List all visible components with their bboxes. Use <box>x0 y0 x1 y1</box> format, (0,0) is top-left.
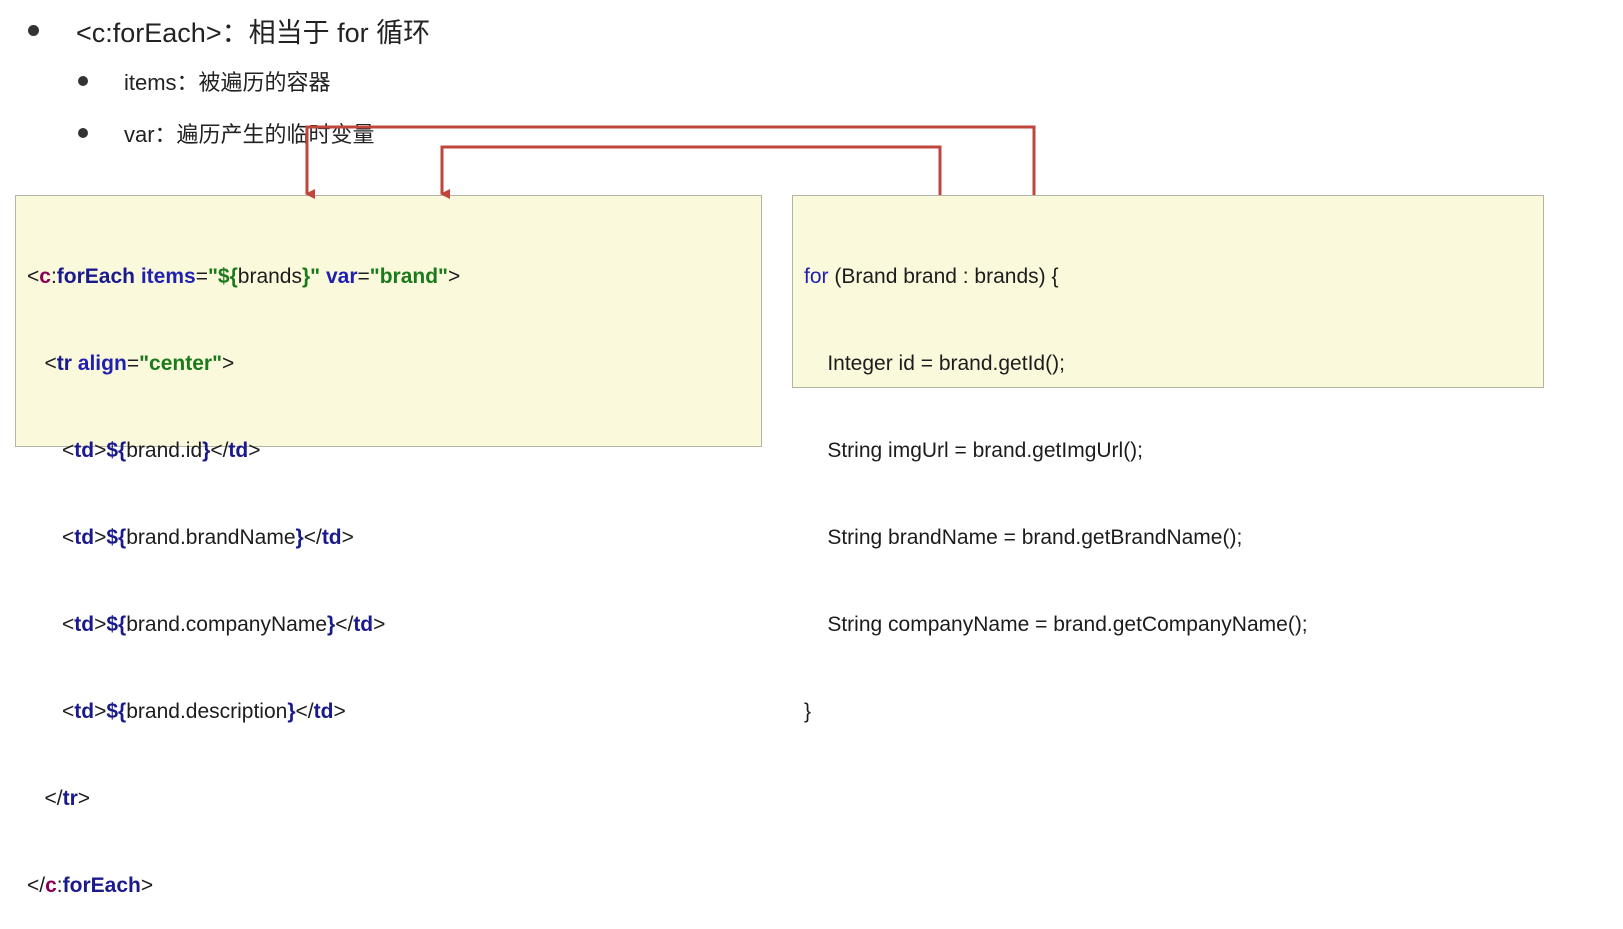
code-line: String companyName = brand.getCompanyNam… <box>804 613 1308 636</box>
code-line: <td>${brand.companyName}</td> <box>62 613 386 636</box>
bullet-dot <box>78 76 88 86</box>
code-line: <c:forEach items="${brands}" var="brand"… <box>27 265 461 288</box>
code-line: <td>${brand.id}</td> <box>62 439 261 462</box>
for-keyword: for <box>804 265 829 288</box>
bullet-dot <box>78 128 88 138</box>
var-attribute: var <box>325 265 358 288</box>
java-code-block: for (Brand brand : brands) { Integer id … <box>792 195 1544 723</box>
bullet-dot <box>28 24 39 36</box>
bullet-foreach-text: <c:forEach>：相当于 for 循环 <box>76 17 431 48</box>
code-line: } <box>804 700 812 723</box>
bullet-var-text: var：遍历产生的临时变量 <box>124 122 375 147</box>
bullet-items-text: items：被遍历的容器 <box>124 70 331 95</box>
code-line: String brandName = brand.getBrandName(); <box>804 526 1243 549</box>
jstl-code-block: <c:forEach items="${brands}" var="brand"… <box>15 195 762 897</box>
code-line: Integer id = brand.getId(); <box>804 352 1065 375</box>
bullet-foreach: <c:forEach>：相当于 for 循环 <box>28 12 430 48</box>
code-line: String imgUrl = brand.getImgUrl(); <box>804 439 1144 462</box>
code-line: for (Brand brand : brands) { <box>804 265 1059 288</box>
code-line: </tr> <box>44 787 91 810</box>
bullet-items: items：被遍历的容器 <box>78 66 331 96</box>
bullet-var: var：遍历产生的临时变量 <box>78 118 375 148</box>
code-line: <td>${brand.brandName}</td> <box>62 526 354 549</box>
brands-arrow <box>305 125 1036 199</box>
code-line: <td>${brand.description}</td> <box>62 700 346 723</box>
code-line: </c:forEach> <box>27 874 154 897</box>
brand-arrow <box>440 145 942 199</box>
code-line: <tr align="center"> <box>44 352 235 375</box>
items-attribute: items <box>140 265 196 288</box>
